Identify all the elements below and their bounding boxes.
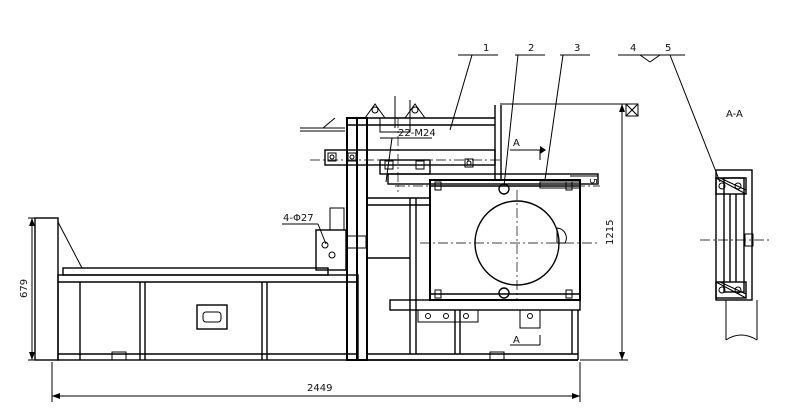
section-title: A-A <box>726 109 743 120</box>
callout-leaders <box>449 54 721 187</box>
main-frame <box>346 105 578 361</box>
section-mark-a-bottom: A <box>513 335 520 346</box>
callout-1: 1 <box>483 43 489 54</box>
callout-4: 4 <box>630 43 636 54</box>
holes-spec: 4-Φ27 <box>283 213 314 224</box>
section-mark-bottom: A <box>510 335 541 346</box>
dimension-left-height: 679 <box>19 217 58 361</box>
callout-2: 2 <box>528 43 534 54</box>
right-housing <box>315 179 581 360</box>
holes-annotation: 4-Φ27 <box>282 213 327 245</box>
callout-3: 3 <box>574 43 580 54</box>
base-frame <box>34 217 359 361</box>
callout-5: 5 <box>665 43 671 54</box>
small-dimension: 5 <box>570 175 598 185</box>
total-height-value: 1215 <box>605 220 616 245</box>
overall-length-value: 2449 <box>307 383 332 394</box>
section-view-a-a <box>715 169 758 341</box>
section-mark-top: A <box>510 138 546 160</box>
thread-annotation: 22-M24 <box>380 128 436 183</box>
dimension-overall-length: 2449 <box>51 362 581 402</box>
center-lines <box>310 118 770 300</box>
upper-arm-assembly <box>300 96 599 185</box>
small-dim-value: 5 <box>587 178 598 184</box>
thread-spec: 22-M24 <box>398 128 436 139</box>
corner-marker <box>625 103 639 117</box>
dimension-total-height: 1215 <box>500 103 628 361</box>
section-mark-a-top: A <box>513 138 520 149</box>
left-height-value: 679 <box>19 279 30 298</box>
